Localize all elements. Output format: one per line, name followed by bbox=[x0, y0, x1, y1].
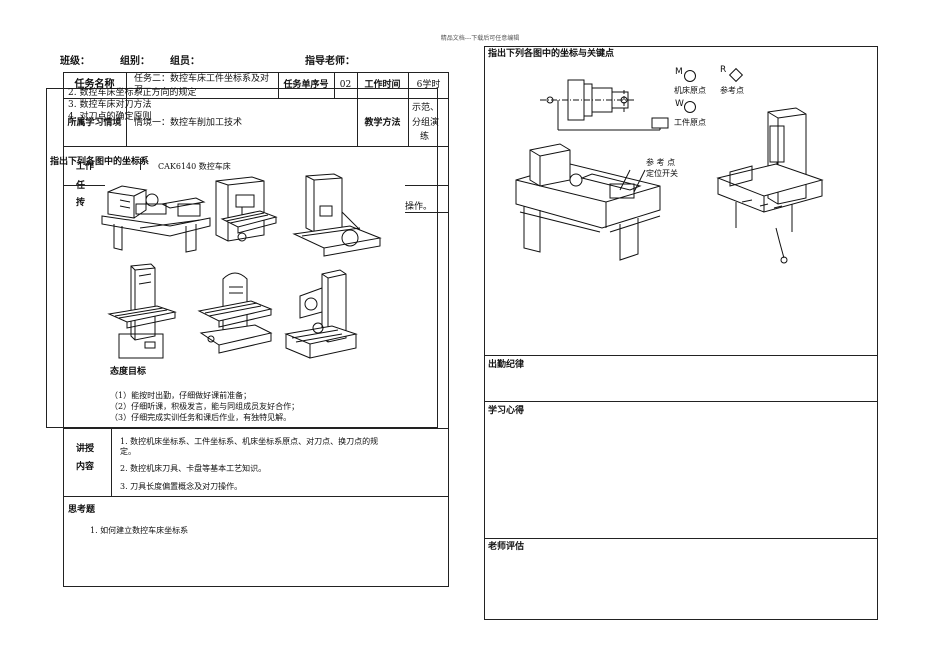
fragment-char-2: 抟 bbox=[76, 198, 86, 208]
overlay-line-2: 3. 数控车床对刀方法 bbox=[68, 100, 152, 110]
machining-center-illustration bbox=[282, 268, 362, 368]
lathe-reference-text: 参 考 点 bbox=[646, 158, 676, 167]
knee-mill-illustration bbox=[105, 262, 180, 367]
attitude-title: 态度目标 bbox=[110, 367, 147, 377]
group-label: 组别： bbox=[120, 56, 150, 67]
thinking-question: 1. 如何建立数控车床坐标系 bbox=[90, 526, 189, 535]
legend-r-letter: R bbox=[720, 65, 727, 75]
member-label: 组员： bbox=[170, 56, 200, 67]
legend-machine-origin: 机床原点 bbox=[674, 86, 706, 95]
task-name-label: 任务名称 bbox=[74, 79, 115, 90]
lathe-limit-switch-text: 定位开关 bbox=[646, 169, 678, 178]
task-name-value: 任务二：数控车床工件坐标系及对刀 bbox=[134, 74, 270, 95]
task-no-value: 02 bbox=[339, 79, 352, 90]
task-no-label: 任务单序号 bbox=[283, 79, 329, 90]
fragment-char-1: 任 bbox=[76, 181, 86, 191]
machining-center-perspective bbox=[712, 108, 832, 268]
content-label-1: 讲授 bbox=[76, 444, 95, 454]
attitude-item-2: （2）仔细听课，积极发言，能与同组成员友好合作； bbox=[110, 402, 300, 411]
work-time-value: 6学时 bbox=[416, 79, 441, 90]
attitude-item-3: （3）仔细完成实训任务和课后作业，有独特见解。 bbox=[110, 413, 292, 422]
situation-label: 所属学习情境 bbox=[67, 117, 122, 128]
legend-w-letter: W bbox=[675, 99, 684, 109]
content-line-1b: 定。 bbox=[120, 447, 136, 456]
content-line-1a: 1. 数控机床坐标系、工件坐标系、机床坐标系原点、对刀点、换刀点的规 bbox=[120, 437, 379, 446]
machines-heading: 指出下列各图中的坐标系 bbox=[50, 157, 150, 167]
overlay-frame bbox=[46, 88, 438, 428]
attendance-title: 出勤纪律 bbox=[488, 360, 525, 370]
method-value-3: 练 bbox=[420, 132, 430, 142]
bed-mill-illustration bbox=[195, 265, 275, 360]
right-outer-frame bbox=[484, 46, 878, 620]
eval-title: 老师评估 bbox=[488, 542, 525, 552]
content-line-2: 2. 数控机床刀具、卡盘等基本工艺知识。 bbox=[120, 464, 267, 473]
cnc-lathe-perspective bbox=[510, 140, 700, 270]
content-label-2: 内容 bbox=[76, 462, 95, 472]
legend-reference: 参考点 bbox=[720, 86, 744, 95]
thinking-title: 思考题 bbox=[68, 505, 96, 515]
teacher-label: 指导老师： bbox=[305, 56, 355, 67]
study-title: 学习心得 bbox=[488, 406, 525, 416]
situation-value: 情境一：数控车削加工技术 bbox=[134, 118, 243, 128]
method-value-2: 分组演 bbox=[412, 118, 440, 128]
class-label: 班级： bbox=[60, 56, 90, 67]
horizontal-mill-illustration bbox=[290, 172, 382, 267]
lathe-coordinate-diagram bbox=[540, 62, 680, 142]
content-line-3: 3. 刀具长度偏置概念及对刀操作。 bbox=[120, 482, 243, 491]
work-origin-icon bbox=[684, 101, 696, 113]
method-value-1: 示范、 bbox=[412, 103, 440, 113]
watermark: 精品文档---下载后可任意编辑 bbox=[440, 35, 520, 42]
coord-title: 指出下列各图中的坐标与关键点 bbox=[488, 49, 615, 59]
overlay-line-3: 4. 对刀点的确定原则 bbox=[68, 112, 152, 122]
legend-work-origin: 工件原点 bbox=[674, 118, 706, 127]
left-fragment: 工作 bbox=[76, 162, 95, 172]
machine-origin-icon bbox=[684, 70, 696, 82]
lathe-illustration bbox=[100, 178, 212, 258]
vertical-mill-illustration bbox=[212, 175, 282, 255]
right-fragment: 操作。 bbox=[405, 202, 433, 212]
method-label: 教学方法 bbox=[364, 117, 401, 128]
left-outer-frame bbox=[63, 72, 449, 587]
overlay-line-1: 2. 数控车床坐标系正方向的规定 bbox=[68, 88, 197, 98]
attitude-item-1: （1）能按时出勤，仔细做好课前准备； bbox=[110, 391, 252, 400]
lathe-model: CAK6140 数控车床 bbox=[158, 162, 231, 171]
legend-m-letter: M bbox=[675, 67, 683, 77]
work-time-label: 工作时间 bbox=[364, 79, 401, 90]
